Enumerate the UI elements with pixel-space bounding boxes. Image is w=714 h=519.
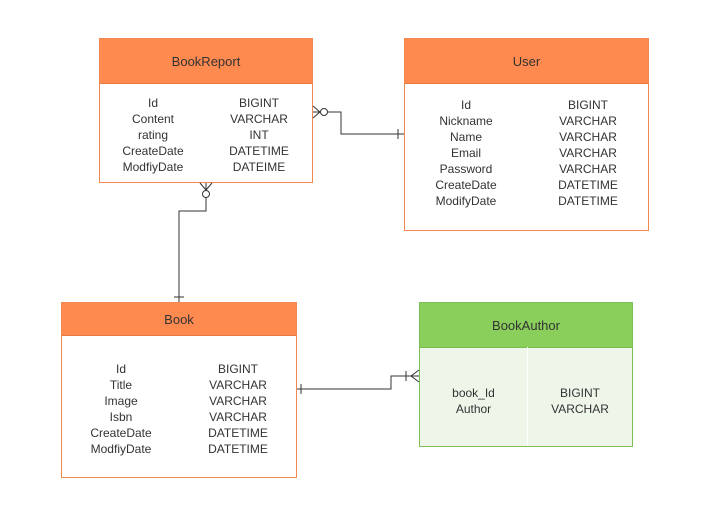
field-name: Author <box>455 402 492 416</box>
field-type: VARCHAR <box>209 378 267 392</box>
field-type: VARCHAR <box>559 162 617 176</box>
bookreport-field-names: Id Content rating CreateDate ModfiyDate <box>100 95 206 175</box>
field-name: Name <box>449 130 482 144</box>
field-type: VARCHAR <box>559 130 617 144</box>
entity-user[interactable]: User Id Nickname Name Email Password Cre… <box>404 38 649 231</box>
field-type: VARCHAR <box>559 146 617 160</box>
book-field-types: BIGINT VARCHAR VARCHAR VARCHAR DATETIME … <box>180 361 296 457</box>
entity-bookauthor-title: BookAuthor <box>420 303 632 348</box>
field-name: book_Id <box>452 386 495 400</box>
user-field-names: Id Nickname Name Email Password CreateDa… <box>405 97 527 209</box>
field-name: ModfiyDate <box>90 442 152 456</box>
book-field-names: Id Title Image Isbn CreateDate ModfiyDat… <box>62 361 180 457</box>
field-name: CreateDate <box>90 426 152 440</box>
bookreport-field-types: BIGINT VARCHAR INT DATETIME DATEIME <box>206 95 312 175</box>
field-type: INT <box>249 128 269 142</box>
field-type: VARCHAR <box>209 410 267 424</box>
field-type: DATEIME <box>232 160 286 174</box>
field-type: VARCHAR <box>551 402 609 416</box>
field-name: Isbn <box>109 410 133 424</box>
field-name: Content <box>131 112 175 126</box>
field-name: Id <box>115 362 126 376</box>
field-type: DATETIME <box>558 178 618 192</box>
field-type: BIGINT <box>238 96 279 110</box>
field-type: BIGINT <box>567 98 608 112</box>
entity-book[interactable]: Book Id Title Image Isbn CreateDate Modf… <box>61 302 297 478</box>
field-type: DATETIME <box>558 194 618 208</box>
entity-bookreport-title: BookReport <box>100 39 312 84</box>
field-name: Id <box>460 98 471 112</box>
field-name: Password <box>439 162 493 176</box>
field-type: VARCHAR <box>230 112 288 126</box>
entity-bookreport[interactable]: BookReport Id Content rating CreateDate … <box>99 38 313 183</box>
field-name: Nickname <box>439 114 493 128</box>
field-name: ModifyDate <box>435 194 497 208</box>
column-divider <box>527 347 528 446</box>
rel-bookreport-user <box>312 105 404 139</box>
field-type: DATETIME <box>208 426 268 440</box>
bookauthor-field-names: book_Id Author <box>420 385 527 417</box>
field-type: VARCHAR <box>209 394 267 408</box>
field-type: VARCHAR <box>559 114 617 128</box>
field-name: ModfiyDate <box>122 160 184 174</box>
field-type: DATETIME <box>208 442 268 456</box>
field-name: Id <box>147 96 158 110</box>
bookauthor-field-types: BIGINT VARCHAR <box>528 385 632 417</box>
field-name: Email <box>450 146 481 160</box>
field-name: CreateDate <box>122 144 184 158</box>
field-type: DATETIME <box>229 144 289 158</box>
field-name: rating <box>137 128 169 142</box>
field-type: BIGINT <box>559 386 600 400</box>
field-name: Image <box>104 394 138 408</box>
rel-bookreport-book <box>174 182 213 302</box>
entity-user-title: User <box>405 39 648 84</box>
field-name: CreateDate <box>435 178 497 192</box>
entity-bookauthor[interactable]: BookAuthor book_Id Author BIGINT VARCHAR <box>419 302 633 447</box>
field-name: Title <box>109 378 133 392</box>
rel-book-bookauthor <box>297 369 420 394</box>
field-type: BIGINT <box>217 362 258 376</box>
entity-book-title: Book <box>62 303 296 336</box>
user-field-types: BIGINT VARCHAR VARCHAR VARCHAR VARCHAR D… <box>527 97 649 209</box>
